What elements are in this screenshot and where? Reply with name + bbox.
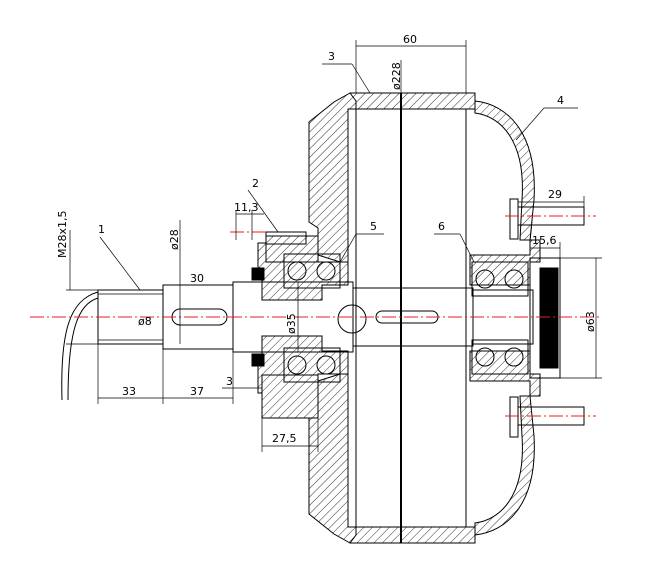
dim-3: 3 [226,375,233,388]
dimension-texts: 60 ø228 29 15,6 ø63 11,3 ø28 M28x1,5 30 … [56,33,597,445]
leader-1 [99,236,141,291]
dim-8: ø8 [138,315,152,328]
dim-30: 30 [190,272,204,285]
leader-5 [339,233,357,263]
dim-m28: M28x1,5 [56,211,69,259]
right-stud-flange-bottom [509,396,519,438]
dim-228: ø228 [390,62,403,90]
drum-rim-bottom [349,526,476,544]
housing [257,92,585,544]
bearing-left-bottom [283,347,341,383]
dim-37: 37 [190,385,204,398]
drum-interior [355,93,467,543]
bearing-left-top [283,253,341,289]
seal-top [251,267,265,281]
dim-35: ø35 [285,313,298,334]
bolt-part-2 [265,231,307,245]
leader-6 [459,233,475,263]
drum-rim-top [349,92,476,110]
dim-15-6: 15,6 [532,234,557,247]
callout-4: 4 [557,94,564,107]
dim-11-3: 11,3 [234,201,259,214]
right-stud-flange-top [509,198,519,240]
spacer [337,304,367,334]
callout-6: 6 [438,220,445,233]
leader-4 [515,107,545,141]
bearing-right-bottom [471,339,529,375]
left-boss-top [265,235,319,263]
dim-60: 60 [403,33,417,46]
callout-3: 3 [328,50,335,63]
bearing-right-top [471,261,529,297]
dim-29: 29 [548,188,562,201]
callout-2: 2 [252,177,259,190]
brake-disc-frame [529,257,561,379]
brake-disc [539,267,559,369]
left-housing-wall-top [308,92,357,263]
seal-bottom [251,353,265,367]
leader-2 [247,189,279,233]
left-housing-wall-bottom [308,373,357,544]
dim-27-5: 27,5 [272,432,297,445]
right-cover-top [474,100,535,241]
left-boss-bottom [261,374,319,419]
callout-1: 1 [98,223,105,236]
right-cover-bottom [474,395,535,536]
dim-63: ø63 [584,311,597,332]
dim-33: 33 [122,385,136,398]
callouts: 1 2 3 4 5 6 [98,50,564,236]
leader-3 [351,63,371,94]
bearings [251,231,529,383]
dimension-lines [66,40,602,452]
callout-5: 5 [370,220,377,233]
dim-28: ø28 [168,229,181,250]
shaft-end-curve [61,291,99,401]
